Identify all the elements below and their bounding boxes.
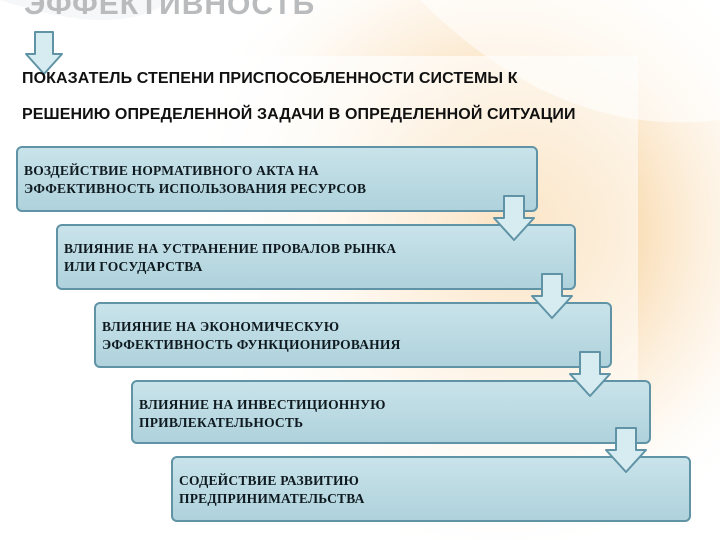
page-title: ЭФФЕКТИВНОСТЬ [24,0,316,21]
down-arrow-icon [531,273,573,319]
definition-line-2: РЕШЕНИЮ ОПРЕДЕЛЕННОЙ ЗАДАЧИ В ОПРЕДЕЛЕНН… [22,106,576,123]
step-text: ВЛИЯНИЕ НА УСТРАНЕНИЕ ПРОВАЛОВ РЫНКА ИЛИ… [64,241,397,274]
step-box-investment-attractiveness: ВЛИЯНИЕ НА ИНВЕСТИЦИОННУЮ ПРИВЛЕКАТЕЛЬНО… [131,380,651,444]
step-box-market-failures: ВЛИЯНИЕ НА УСТРАНЕНИЕ ПРОВАЛОВ РЫНКА ИЛИ… [56,224,576,290]
down-arrow-icon [605,427,647,473]
step-text: ВЛИЯНИЕ НА ЭКОНОМИЧЕСКУЮ ЭФФЕКТИВНОСТЬ Ф… [102,319,401,352]
down-arrow-icon [25,31,63,75]
down-arrow-icon [493,195,535,241]
step-text: ВОЗДЕЙСТВИЕ НОРМАТИВНОГО АКТА НА ЭФФЕКТИ… [24,163,367,196]
definition-line-1: ПОКАЗАТЕЛЬ СТЕПЕНИ ПРИСПОСОБЛЕННОСТИ СИС… [22,70,518,87]
down-arrow-icon [569,351,611,397]
step-text: СОДЕЙСТВИЕ РАЗВИТИЮ ПРЕДПРИНИМАТЕЛЬСТВА [179,473,365,506]
step-box-resource-efficiency: ВОЗДЕЙСТВИЕ НОРМАТИВНОГО АКТА НА ЭФФЕКТИ… [16,146,538,212]
step-text: ВЛИЯНИЕ НА ИНВЕСТИЦИОННУЮ ПРИВЛЕКАТЕЛЬНО… [139,397,386,430]
step-box-economic-efficiency: ВЛИЯНИЕ НА ЭКОНОМИЧЕСКУЮ ЭФФЕКТИВНОСТЬ Ф… [94,302,612,368]
step-box-entrepreneurship: СОДЕЙСТВИЕ РАЗВИТИЮ ПРЕДПРИНИМАТЕЛЬСТВА [171,456,691,522]
